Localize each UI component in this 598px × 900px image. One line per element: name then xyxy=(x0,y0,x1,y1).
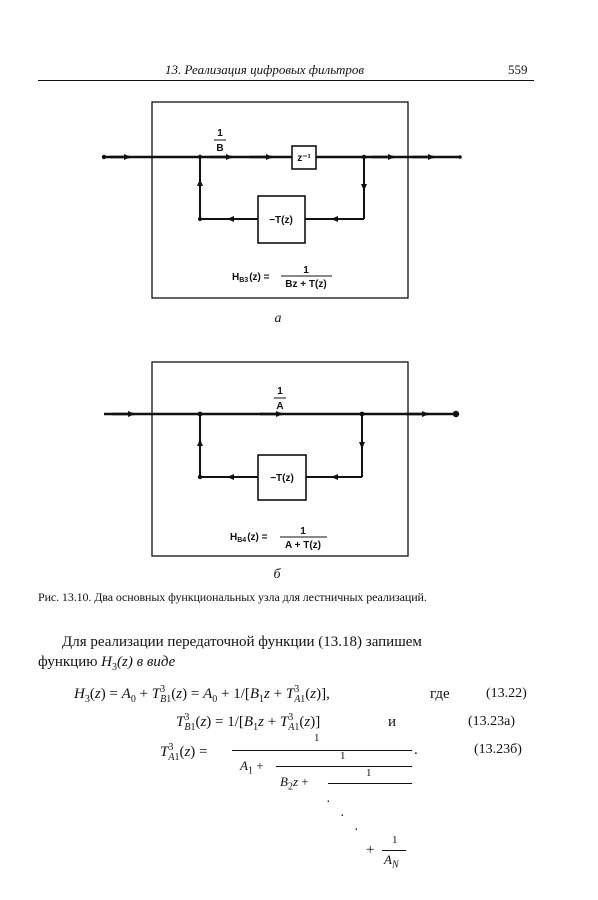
feedback-label-b: −T(z) xyxy=(270,473,294,484)
paragraph-line-1: Для реализации передаточной функции (13.… xyxy=(62,634,422,650)
feedback-block-a xyxy=(257,195,306,244)
cf-line-3 xyxy=(328,783,412,784)
transfer-a-num: 1 xyxy=(303,265,309,276)
cf-last-num: 1 xyxy=(392,834,398,846)
transfer-b-den: A + T(z) xyxy=(285,540,321,551)
equation-number-13-23b: (13.23б) xyxy=(474,742,522,757)
transfer-a-den: Bz + T(z) xyxy=(285,279,326,290)
running-header: 13. Реализация цифровых фильтров xyxy=(165,62,364,77)
cf-line-1 xyxy=(232,750,412,751)
panel-b: 1 A −T(z) HB4(z) = 1 A + T(z) б xyxy=(104,361,460,582)
figure-caption: Рис. 13.10. Два основных функциональных … xyxy=(38,590,427,604)
panel-a-frame xyxy=(151,101,409,299)
cf-den-1: A1 + xyxy=(240,758,264,777)
equation-13-22-where: где xyxy=(430,686,450,702)
panel-a-letter: а xyxy=(275,311,282,326)
equation-number-13-23a: (13.23а) xyxy=(468,714,516,729)
equation-13-23b-dot: . xyxy=(414,742,418,758)
cf-ellipsis: ··· xyxy=(326,795,359,838)
equation-13-23a-and: и xyxy=(388,714,397,730)
header-rule xyxy=(38,80,534,81)
transfer-a-lhs: HB3(z) = xyxy=(232,272,270,284)
delay-label: z⁻¹ xyxy=(297,153,311,164)
body-paragraph: Для реализации передаточной функции (13.… xyxy=(38,632,534,678)
delay-block xyxy=(291,145,317,170)
cf-last-den: AN xyxy=(384,852,399,871)
cf-line-last xyxy=(382,850,406,851)
page-number: 559 xyxy=(508,62,528,77)
cf-last-plus: + xyxy=(366,842,375,858)
panel-a: z⁻¹ 1 B −T(z) HB3(z) = 1 Bz + T(z) а xyxy=(101,101,462,326)
transfer-b-num: 1 xyxy=(300,526,306,537)
figure-block-diagrams: z⁻¹ 1 B −T(z) HB3(z) = 1 Bz + T(z) а xyxy=(101,101,462,582)
transfer-b-lhs: HB4(z) = xyxy=(230,532,268,544)
feedback-label-a: −T(z) xyxy=(269,215,293,226)
panel-b-frame xyxy=(151,361,409,557)
equation-13-23a: T3B1(z) = 1/[B1z + T3A1(z)] xyxy=(176,712,321,733)
cf-num-2: 1 xyxy=(340,750,346,762)
equation-13-22: H3(z) = A0 + T3B1(z) = A0 + 1/[B1z + T3A… xyxy=(74,684,330,705)
cf-num-1: 1 xyxy=(314,732,320,744)
cf-num-3: 1 xyxy=(366,767,372,779)
gain-a-num: 1 xyxy=(217,128,223,139)
gain-a-den: B xyxy=(216,143,223,154)
panel-b-letter: б xyxy=(273,567,281,582)
cf-den-2: B2z + xyxy=(280,774,309,793)
feedback-block-b xyxy=(257,454,307,501)
equation-13-23b-lhs: T3A1(z) = xyxy=(160,742,208,763)
paragraph-line-2: функцию H3(z) в виде xyxy=(38,654,176,673)
gain-b-den: A xyxy=(276,401,283,412)
equation-number-13-22: (13.22) xyxy=(486,686,527,701)
cf-line-2 xyxy=(276,766,412,767)
gain-b-num: 1 xyxy=(277,386,283,397)
